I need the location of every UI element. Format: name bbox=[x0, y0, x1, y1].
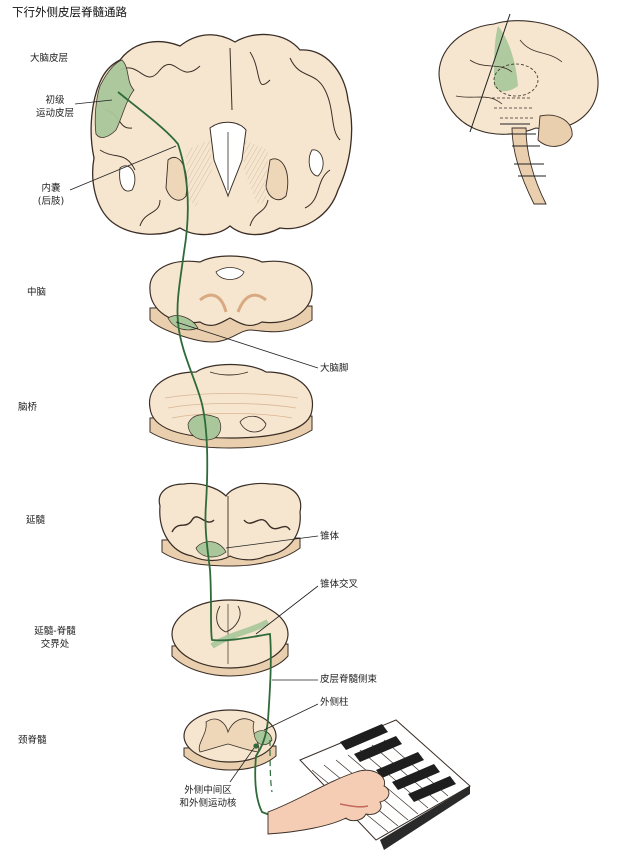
label-cervical: 颈脊髓 bbox=[18, 735, 47, 746]
junction-section bbox=[171, 599, 289, 677]
label-cortex: 大脑皮层 bbox=[30, 53, 69, 64]
diagram-title: 下行外侧皮层脊髓通路 bbox=[12, 5, 127, 19]
hand-on-piano-icon bbox=[267, 719, 471, 850]
label-pons: 脑桥 bbox=[18, 402, 38, 413]
cervical-section bbox=[183, 709, 277, 771]
label-internal-capsule: 内囊 (后肢) bbox=[37, 183, 65, 207]
brain-lateral-icon bbox=[438, 13, 599, 205]
label-intermediate-zone: 外侧中间区 和外侧运动核 bbox=[179, 785, 237, 809]
label-lateral-tract: 皮层脊髓侧束 bbox=[320, 674, 378, 685]
pons-section bbox=[149, 363, 313, 449]
label-junction: 延髓-脊髓 交界处 bbox=[34, 626, 76, 650]
label-cerebral-peduncle: 大脑脚 bbox=[320, 363, 349, 374]
corticospinal-pathway bbox=[117, 91, 353, 820]
label-midbrain: 中脑 bbox=[27, 287, 47, 298]
leader-lines bbox=[69, 99, 319, 783]
label-motor-cortex: 初级 运动皮层 bbox=[35, 95, 74, 119]
label-decussation: 锥体交叉 bbox=[320, 579, 359, 590]
medulla-section bbox=[158, 482, 302, 567]
label-medulla: 延髓 bbox=[26, 515, 46, 526]
label-lateral-column: 外侧柱 bbox=[320, 697, 349, 708]
midbrain-section bbox=[149, 255, 313, 343]
coronal-brain-section bbox=[90, 33, 353, 236]
label-pyramid: 锥体 bbox=[320, 531, 340, 542]
